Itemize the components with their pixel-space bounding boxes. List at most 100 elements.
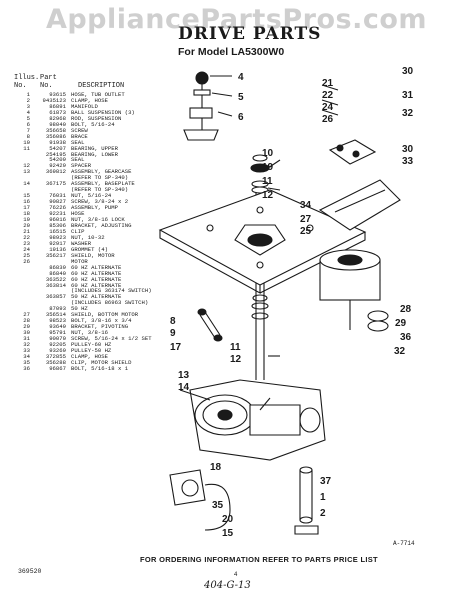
description-cell: HOSE	[71, 210, 85, 218]
part-number-cell: 356217	[45, 251, 66, 259]
table-row: (REFER TO SP-340)	[14, 187, 161, 193]
illus-number-cell: 25	[23, 251, 30, 259]
illus-number-cell: 15	[23, 192, 30, 200]
part-number-cell: 356086	[45, 132, 66, 140]
callout-number: 12	[262, 190, 274, 201]
callout-number: 24	[322, 102, 334, 113]
illus-number-cell: 29	[23, 323, 30, 331]
callout-number: 26	[322, 114, 334, 125]
table-row: 22 98923 NUT, 10-32	[14, 233, 161, 241]
callout-number: 36	[400, 332, 412, 343]
document-number: 369520	[18, 568, 42, 575]
illus-number-cell: 17	[23, 204, 30, 212]
part-number-cell: 86891	[49, 102, 66, 110]
table-row: 54209 SEAL	[14, 157, 161, 163]
part-number-cell: 98923	[49, 233, 66, 241]
description-cell: SHIELD, MOTOR	[71, 251, 115, 259]
description-cell: BOLT, 3/8-16 x 3/4	[71, 317, 132, 325]
description-cell: NUT, 10-32	[71, 233, 105, 241]
illus-number-cell: 5	[26, 114, 30, 122]
illus-number-cell: 10	[23, 138, 30, 146]
illus-number-cell: 6	[26, 120, 30, 128]
callout-number: 22	[322, 90, 334, 101]
callout-number: 11	[230, 342, 241, 353]
table-row: (REFER TO SP-340)	[14, 175, 161, 181]
description-cell: ASSEMBLY, GEARCASE	[71, 168, 132, 176]
callout-number: 6	[238, 112, 244, 123]
illus-number-cell: 16	[23, 198, 30, 206]
part-number-cell: 92205	[49, 341, 66, 349]
illus-number-cell: 27	[23, 311, 30, 319]
description-cell: PULLEY-60 HZ	[71, 341, 112, 349]
page-title: DRIVE PARTS	[178, 24, 322, 44]
part-number-cell: 76226	[49, 204, 66, 212]
table-row: (INCLUDES 86963 SWITCH)	[14, 300, 161, 306]
callout-number: 15	[222, 528, 234, 539]
table-row: 86839 60 HZ ALTERNATE	[14, 263, 161, 271]
illus-number-cell: 22	[23, 233, 30, 241]
part-number-cell: 90070	[49, 335, 66, 343]
art-code: A-7714	[393, 540, 415, 547]
illus-number-cell: 24	[23, 245, 30, 253]
illus-number-cell: 18	[23, 210, 30, 218]
part-number-cell: 9435123	[42, 96, 67, 104]
description-cell: NUT, 3/8-16	[71, 329, 108, 337]
description-cell: 60 HZ ALTERNATE	[71, 263, 122, 271]
part-number-cell: 90827	[49, 198, 66, 206]
part-number-cell: 96867	[49, 364, 66, 372]
ordering-info-footer: FOR ORDERING INFORMATION REFER TO PARTS …	[140, 555, 378, 564]
callout-number: 28	[400, 304, 412, 315]
part-number-cell: 86839	[49, 263, 66, 271]
description-cell: SHIELD, BOTTOM MOTOR	[71, 311, 139, 319]
column-header-part: Part No.	[40, 74, 57, 90]
description-cell: BOLT, 5/16-18 x 1	[71, 364, 129, 372]
description-cell: BRACKET, ADJUSTING	[71, 221, 132, 229]
part-number-cell: 92429	[49, 162, 66, 170]
illus-number-cell: 3	[26, 102, 30, 110]
part-number-cell: 87093	[49, 305, 66, 313]
part-number-cell: 372855	[45, 352, 66, 360]
description-cell: 60 HZ ALTERNATE	[71, 275, 122, 283]
description-cell: GROMMET (4)	[71, 245, 108, 253]
description-cell: (INCLUDES 86963 SWITCH)	[71, 299, 149, 307]
callout-number: 19	[262, 162, 274, 173]
description-cell: SCREW, 3/8-24 x 2	[71, 198, 129, 206]
description-cell: BOLT, 5/16-24	[71, 120, 115, 128]
part-number-cell: 363814	[45, 281, 66, 289]
part-number-cell: 61873	[49, 108, 66, 116]
callout-number: 5	[238, 92, 244, 103]
part-number-cell: 92917	[49, 239, 66, 247]
illus-number-cell: 30	[23, 329, 30, 337]
description-cell: SEAL	[71, 156, 85, 164]
description-cell: PULLEY-50 HZ	[71, 346, 112, 354]
description-cell: BALL SUSPENSION (3)	[71, 108, 135, 116]
part-number-cell: 82968	[49, 114, 66, 122]
table-row: 363522 60 HZ ALTERNATE	[14, 275, 161, 283]
callout-number: 27	[300, 214, 312, 225]
part-number-cell: 254195	[45, 150, 66, 158]
part-number-cell: 363522	[45, 275, 66, 283]
description-cell: ASSEMBLY, PUMP	[71, 204, 118, 212]
description-cell: NUT, 5/16-24	[71, 192, 112, 200]
part-number-cell: 54209	[49, 156, 66, 164]
description-cell: (INCLUDES 363174 SWITCH)	[71, 287, 152, 295]
callout-number: 33	[402, 156, 414, 167]
